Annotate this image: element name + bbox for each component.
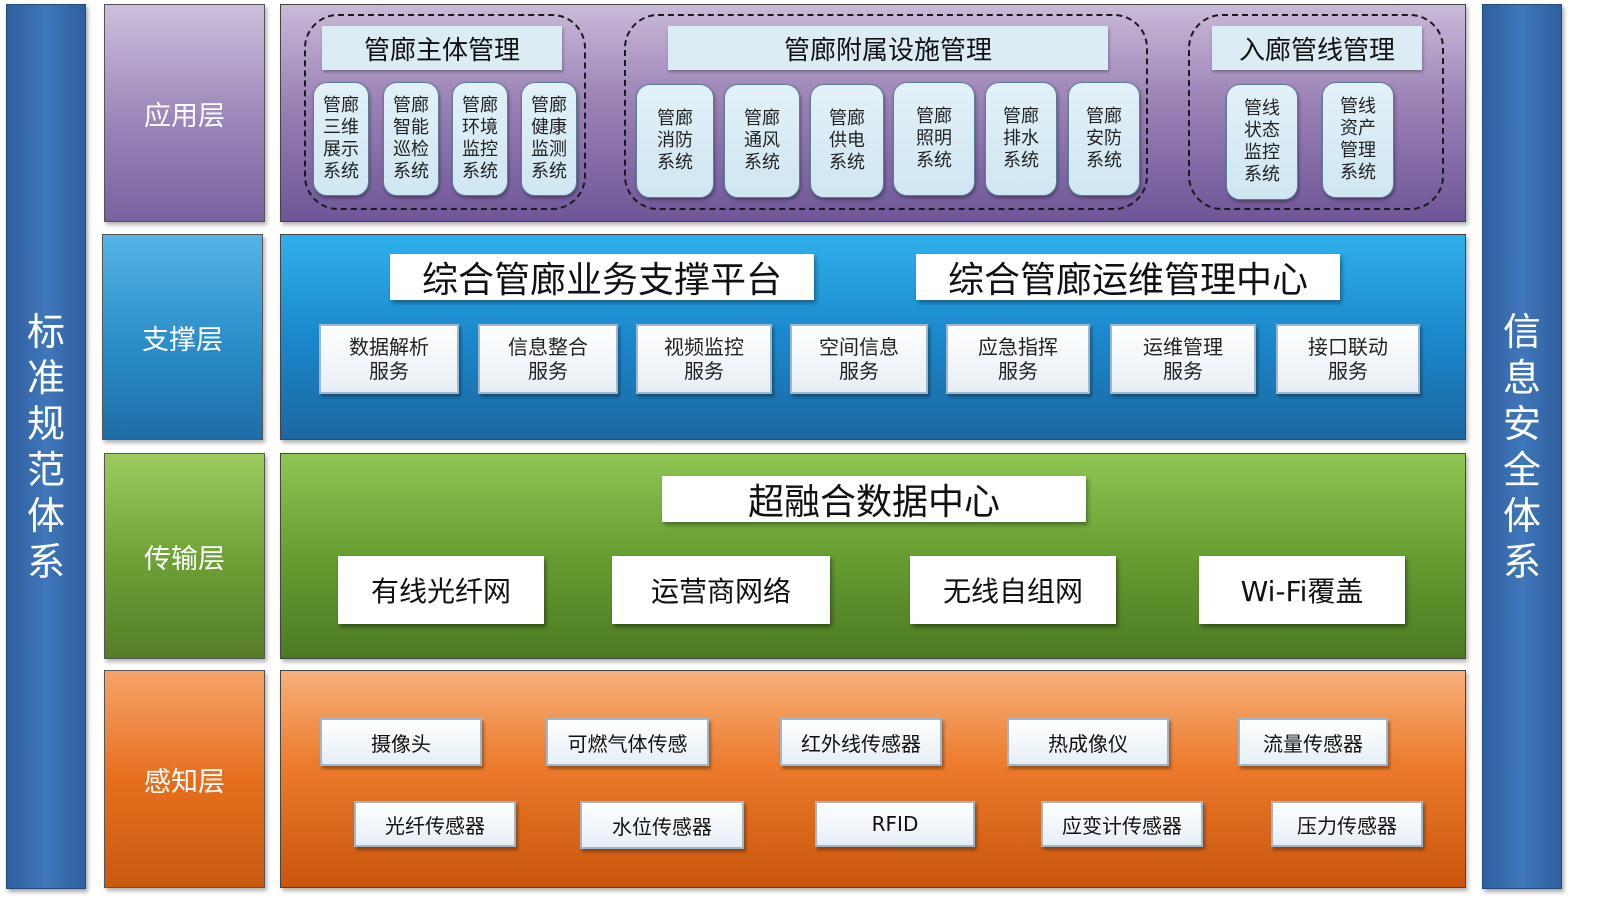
information-security-pillar: 信息安全体系 <box>1482 4 1562 889</box>
system-box: 管线 状态 监控 系统 <box>1226 84 1298 200</box>
pillar-char: 准 <box>26 355 65 400</box>
pillar-char: 安 <box>1502 401 1541 446</box>
sensor-box: 光纤传感器 <box>354 801 516 847</box>
service-box: 视频监控 服务 <box>636 324 772 394</box>
pillar-char: 标 <box>26 309 65 354</box>
platform-bar: 综合管廊运维管理中心 <box>916 254 1340 301</box>
layer-label-application: 应用层 <box>104 4 265 222</box>
sensor-box: 水位传感器 <box>580 801 744 849</box>
layer-label-perception: 感知层 <box>104 670 265 888</box>
group-title: 管廊附属设施管理 <box>668 26 1108 70</box>
sensor-box: 压力传感器 <box>1271 801 1423 847</box>
service-box: 运维管理 服务 <box>1110 324 1256 394</box>
service-box: 空间信息 服务 <box>790 324 928 394</box>
service-box: 信息整合 服务 <box>478 324 618 394</box>
pillar-char: 体 <box>26 493 65 538</box>
pillar-char: 规 <box>26 401 65 446</box>
pillar-char: 范 <box>26 447 65 492</box>
sensor-box: 摄像头 <box>320 718 482 766</box>
sensor-box: RFID <box>815 801 975 847</box>
pillar-char: 全 <box>1502 447 1541 492</box>
group-corridor-main <box>304 14 586 210</box>
pillar-char: 息 <box>1502 355 1541 400</box>
system-box: 管廊 环境 监控 系统 <box>452 82 508 196</box>
sensor-box: 可燃气体传感 <box>546 718 709 766</box>
system-box: 管廊 照明 系统 <box>893 82 975 196</box>
sensor-box: 红外线传感器 <box>780 718 942 766</box>
pillar-char: 系 <box>1502 539 1541 584</box>
group-title: 管廊主体管理 <box>322 26 562 70</box>
network-box: 有线光纤网 <box>338 556 544 624</box>
layer-label-transport: 传输层 <box>104 453 265 659</box>
sensor-box: 流量传感器 <box>1238 718 1388 766</box>
group-corridor-auxiliary <box>624 14 1148 210</box>
system-box: 管廊 消防 系统 <box>636 84 714 198</box>
service-box: 数据解析 服务 <box>319 324 459 394</box>
system-box: 管廊 排水 系统 <box>985 82 1057 196</box>
service-box: 接口联动 服务 <box>1276 324 1420 394</box>
system-box: 管廊 安防 系统 <box>1068 82 1140 196</box>
system-box: 管廊 供电 系统 <box>810 84 884 198</box>
system-box: 管廊 健康 监测 系统 <box>521 82 577 196</box>
group-pipeline <box>1188 14 1444 210</box>
layer-label-support: 支撑层 <box>102 234 263 440</box>
system-box: 管廊 通风 系统 <box>724 84 800 198</box>
pillar-char: 信 <box>1502 309 1541 354</box>
network-box: Wi-Fi覆盖 <box>1199 556 1405 624</box>
network-box: 无线自组网 <box>910 556 1116 624</box>
service-box: 应急指挥 服务 <box>946 324 1090 394</box>
pillar-char: 系 <box>26 539 65 584</box>
platform-bar: 综合管廊业务支撑平台 <box>390 254 814 301</box>
standards-system-pillar: 标准规范体系 <box>6 4 86 889</box>
perception-layer-panel <box>280 670 1466 888</box>
sensor-box: 热成像仪 <box>1007 718 1169 766</box>
pillar-char: 体 <box>1502 493 1541 538</box>
sensor-box: 应变计传感器 <box>1041 801 1203 847</box>
system-box: 管廊 三维 展示 系统 <box>313 82 369 196</box>
system-box: 管廊 智能 巡检 系统 <box>383 82 439 196</box>
group-title: 入廊管线管理 <box>1212 26 1422 70</box>
data-center-bar: 超融合数据中心 <box>662 476 1086 523</box>
network-box: 运营商网络 <box>612 556 830 624</box>
system-box: 管线 资产 管理 系统 <box>1322 82 1394 198</box>
